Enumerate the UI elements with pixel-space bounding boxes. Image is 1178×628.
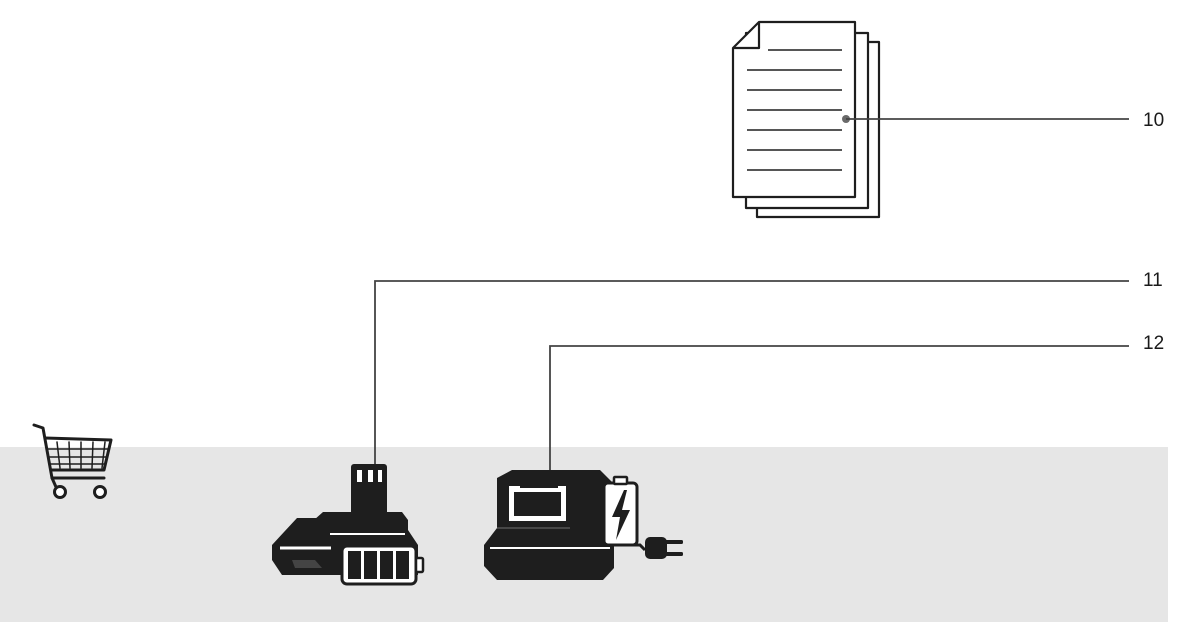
power-plug-icon	[630, 537, 683, 559]
charging-bolt-icon	[602, 475, 639, 547]
callout-line-11	[374, 280, 1129, 470]
callout-label-11: 11	[1143, 270, 1163, 291]
shopping-cart-icon	[32, 423, 113, 499]
callout-label-12: 12	[1143, 333, 1165, 354]
battery-level-icon	[340, 544, 425, 586]
charger-icon	[484, 470, 614, 580]
callout-label-10: 10	[1143, 110, 1165, 131]
document-icon	[731, 20, 881, 219]
callout-line-10	[842, 115, 1129, 123]
callout-line-12	[549, 345, 1129, 472]
